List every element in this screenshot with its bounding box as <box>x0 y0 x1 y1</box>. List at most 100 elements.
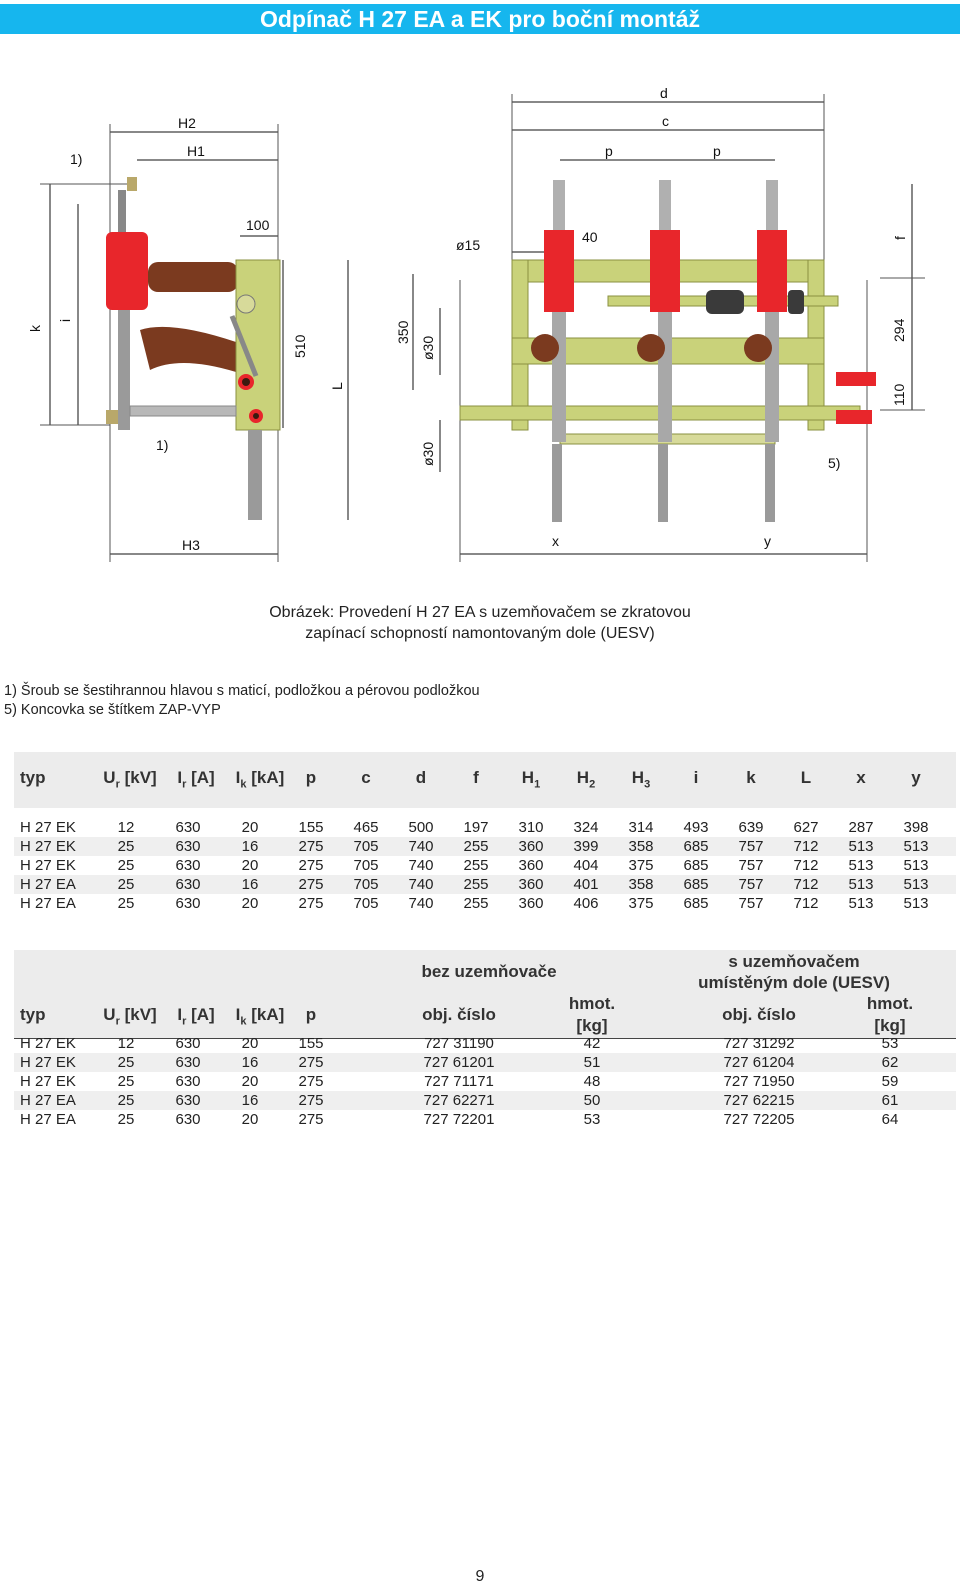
label-H2: H2 <box>178 115 196 131</box>
table-cell: 16 <box>241 876 259 893</box>
table-cell: 705 <box>353 895 379 912</box>
group-with-earthing-line2: umístěným dole (UESV) <box>698 973 890 992</box>
table-cell: 16 <box>241 838 259 855</box>
label-f: f <box>892 236 908 240</box>
label-i: i <box>57 319 73 322</box>
table-cell: 51 <box>583 1054 601 1071</box>
table-cell: 53 <box>881 1035 899 1052</box>
col-d: d <box>415 768 427 787</box>
label-H1: H1 <box>187 143 205 159</box>
table-cell: 630 <box>175 895 201 912</box>
table-cell: 287 <box>848 819 874 836</box>
col-ik-sub: k <box>240 778 247 791</box>
table-cell: 513 <box>848 876 874 893</box>
label-d: d <box>660 85 668 101</box>
table-cell: 275 <box>298 1073 324 1090</box>
table-cell: 630 <box>175 1092 201 1109</box>
t2-col-ir-sub: r <box>182 1015 187 1028</box>
table-cell: 513 <box>903 895 929 912</box>
label-510: 510 <box>292 334 308 358</box>
table-cell: 727 31190 <box>424 1035 494 1052</box>
table-cell: 197 <box>463 819 489 836</box>
technical-drawing: H2 H1 1) d c p p 100 ø15 40 f k i 510 L … <box>27 85 925 562</box>
table-cell: 685 <box>683 876 709 893</box>
table-cell: 360 <box>518 895 544 912</box>
t2-col-ur-sub: r <box>115 1015 120 1028</box>
col-typ: typ <box>20 768 80 788</box>
t2-col-ik-label: I <box>235 1005 241 1024</box>
table-cell: H 27 EK <box>20 1054 76 1071</box>
table-cell: 465 <box>353 819 379 836</box>
t2-col-hmot1-b: [kg] <box>576 1016 608 1035</box>
table-cell: H 27 EA <box>20 1111 76 1128</box>
label-L: L <box>329 382 345 390</box>
label-p1: p <box>605 143 613 159</box>
table-cell: 275 <box>298 838 324 855</box>
table-cell: 324 <box>573 819 599 836</box>
table-cell: 630 <box>175 1035 201 1052</box>
label-y: y <box>764 533 771 549</box>
t2-col-ir-label: I <box>177 1005 183 1024</box>
t2-col-hmot2-a: hmot. <box>866 994 914 1013</box>
table-cell: 20 <box>241 857 259 874</box>
table-cell: 500 <box>408 819 434 836</box>
table-cell: H 27 EK <box>20 1073 76 1090</box>
table-cell: H 27 EK <box>20 838 76 855</box>
t2-col-hmot1-a: hmot. <box>568 994 616 1013</box>
col-ik-unit: [kA] <box>246 768 285 787</box>
caption-line-1: Obrázek: Provedení H 27 EA s uzemňovačem… <box>269 604 691 621</box>
table-cell: 757 <box>738 876 764 893</box>
table-cell: 404 <box>573 857 599 874</box>
t2-col-obj2: obj. číslo <box>722 1005 796 1024</box>
table-cell: 712 <box>793 838 819 855</box>
t2-col-ik: Ik [kA] <box>224 1005 296 1027</box>
table-cell: 513 <box>848 895 874 912</box>
table-cell: 155 <box>298 819 324 836</box>
table-cell: 630 <box>175 838 201 855</box>
table-cell: 727 71171 <box>424 1073 494 1090</box>
t2-col-obj1: obj. číslo <box>422 1005 496 1024</box>
table-cell: 740 <box>408 876 434 893</box>
table-cell: 255 <box>463 895 489 912</box>
page-title: Odpínač H 27 EA a EK pro boční montáž <box>259 6 701 32</box>
table-cell: H 27 EA <box>20 1092 76 1109</box>
table-cell: 727 61204 <box>723 1054 795 1071</box>
footnotes: 1) Šroub se šestihrannou hlavou s maticí… <box>4 682 480 720</box>
table-cell: 25 <box>117 857 135 874</box>
label-c: c <box>662 113 669 129</box>
label-phi30a: ø30 <box>420 336 436 360</box>
group-without-earthing: bez uzemňovače <box>421 962 557 981</box>
table-cell: 275 <box>298 1054 324 1071</box>
table-cell: 255 <box>463 876 489 893</box>
label-note1-top: 1) <box>70 151 82 167</box>
t2-col-ur-unit: [kV] <box>119 1005 157 1024</box>
col-h1: H1 <box>501 768 561 790</box>
col-ik: Ik [kA] <box>224 768 296 790</box>
table-cell: 630 <box>175 1111 201 1128</box>
page-number: 9 <box>475 1568 485 1585</box>
label-110: 110 <box>891 383 907 406</box>
table-cell: 712 <box>793 876 819 893</box>
table-cell: 757 <box>738 838 764 855</box>
col-ir: Ir [A] <box>166 768 226 790</box>
table-cell: 513 <box>903 876 929 893</box>
table-cell: 59 <box>881 1073 899 1090</box>
table-cell: 630 <box>175 1073 201 1090</box>
table-cell: 12 <box>117 1035 135 1052</box>
t2-col-ik-sub: k <box>240 1015 247 1028</box>
table-cell: 12 <box>117 819 135 836</box>
table-cell: 727 71950 <box>723 1073 795 1090</box>
label-H3: H3 <box>182 537 200 553</box>
footnote-1: 1) Šroub se šestihrannou hlavou s maticí… <box>4 683 480 699</box>
table-cell: 513 <box>848 857 874 874</box>
t2-col-ir-unit: [A] <box>186 1005 215 1024</box>
label-phi30b: ø30 <box>420 442 436 466</box>
table-cell: 740 <box>408 895 434 912</box>
table-cell: 275 <box>298 1111 324 1128</box>
table-cell: 255 <box>463 857 489 874</box>
